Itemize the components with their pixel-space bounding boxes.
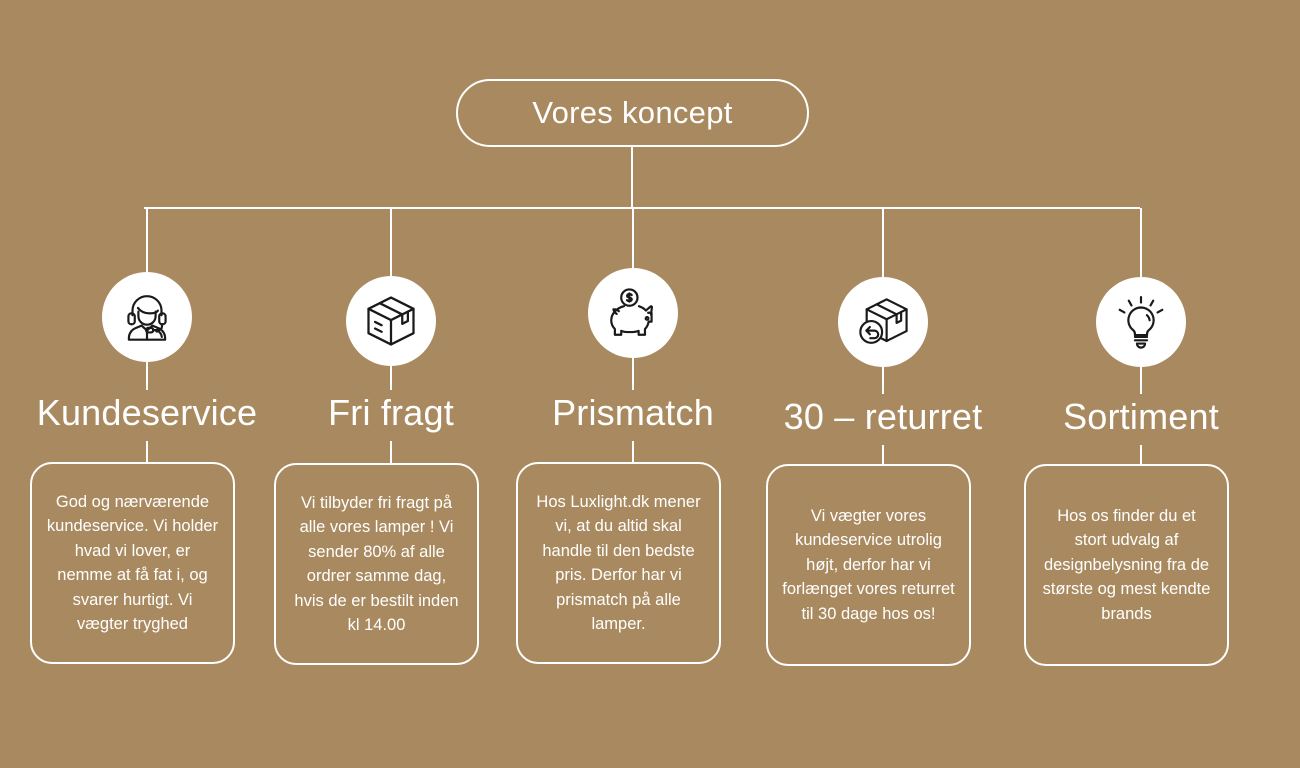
customer-service-headset-icon (102, 272, 192, 362)
lightbulb-icon (1096, 277, 1186, 367)
branch-drop-connector (632, 208, 634, 270)
branch-drop-connector (390, 208, 392, 278)
branch-drop-connector (1140, 208, 1142, 279)
icon-to-heading-connector (1140, 367, 1142, 394)
icon-to-heading-connector (390, 362, 392, 390)
branch-card-text: Hos Luxlight.dk mener vi, at du altid sk… (536, 492, 701, 634)
heading-to-card-connector (1140, 445, 1142, 465)
branch-card-text: God og nærværende kundeservice. Vi holde… (46, 492, 219, 634)
icon-to-heading-connector (632, 358, 634, 390)
branch-card-text: Hos os finder du et stort udvalg af desi… (1042, 506, 1211, 623)
branch-heading: Prismatch (552, 392, 714, 433)
box-return-arrow-icon (838, 277, 928, 367)
branch-card: Hos Luxlight.dk mener vi, at du altid sk… (516, 462, 721, 664)
branch-card-text: Vi tilbyder fri fragt på alle vores lamp… (294, 493, 459, 635)
branch-heading: 30 – returret (783, 396, 983, 437)
shipping-box-icon (346, 276, 436, 366)
root-stem-connector (631, 147, 633, 208)
branch-drop-connector (146, 208, 148, 274)
branch-heading: Sortiment (1063, 396, 1219, 437)
heading-to-card-connector (390, 441, 392, 463)
root-node: Vores koncept (456, 79, 809, 147)
branch-card: Hos os finder du et stort udvalg af desi… (1024, 464, 1229, 666)
branch-card: Vi vægter vores kundeservice utrolig høj… (766, 464, 971, 666)
branch-heading: Kundeservice (36, 392, 258, 433)
heading-to-card-connector (146, 441, 148, 463)
branch-drop-connector (882, 208, 884, 279)
branch-heading: Fri fragt (328, 392, 454, 433)
branch-card: Vi tilbyder fri fragt på alle vores lamp… (274, 463, 479, 665)
icon-to-heading-connector (146, 362, 148, 390)
heading-to-card-connector (882, 445, 884, 465)
horizontal-bus-connector (144, 207, 1140, 209)
icon-to-heading-connector (882, 367, 884, 394)
branch-card-text: Vi vægter vores kundeservice utrolig høj… (782, 506, 955, 623)
root-node-label: Vores koncept (532, 95, 733, 130)
piggy-bank-coin-icon (588, 268, 678, 358)
heading-to-card-connector (632, 441, 634, 463)
branch-card: God og nærværende kundeservice. Vi holde… (30, 462, 235, 664)
